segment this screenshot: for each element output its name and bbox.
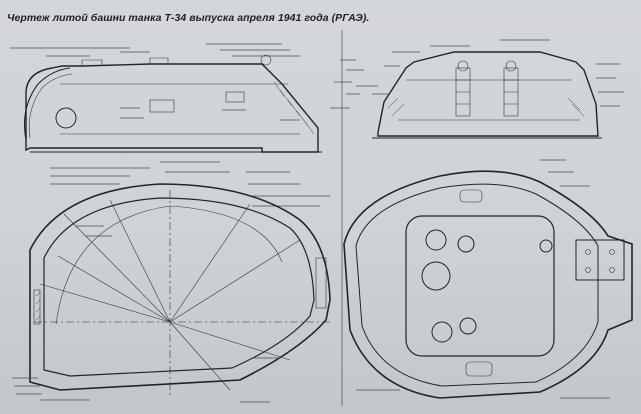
roof-plan-view	[343, 159, 633, 399]
section-plan-view	[12, 183, 331, 403]
side-elevation-view	[10, 43, 364, 207]
front-elevation-view	[356, 39, 624, 139]
figure-caption: Чертеж литой башни танка Т-34 выпуска ап…	[7, 12, 370, 24]
